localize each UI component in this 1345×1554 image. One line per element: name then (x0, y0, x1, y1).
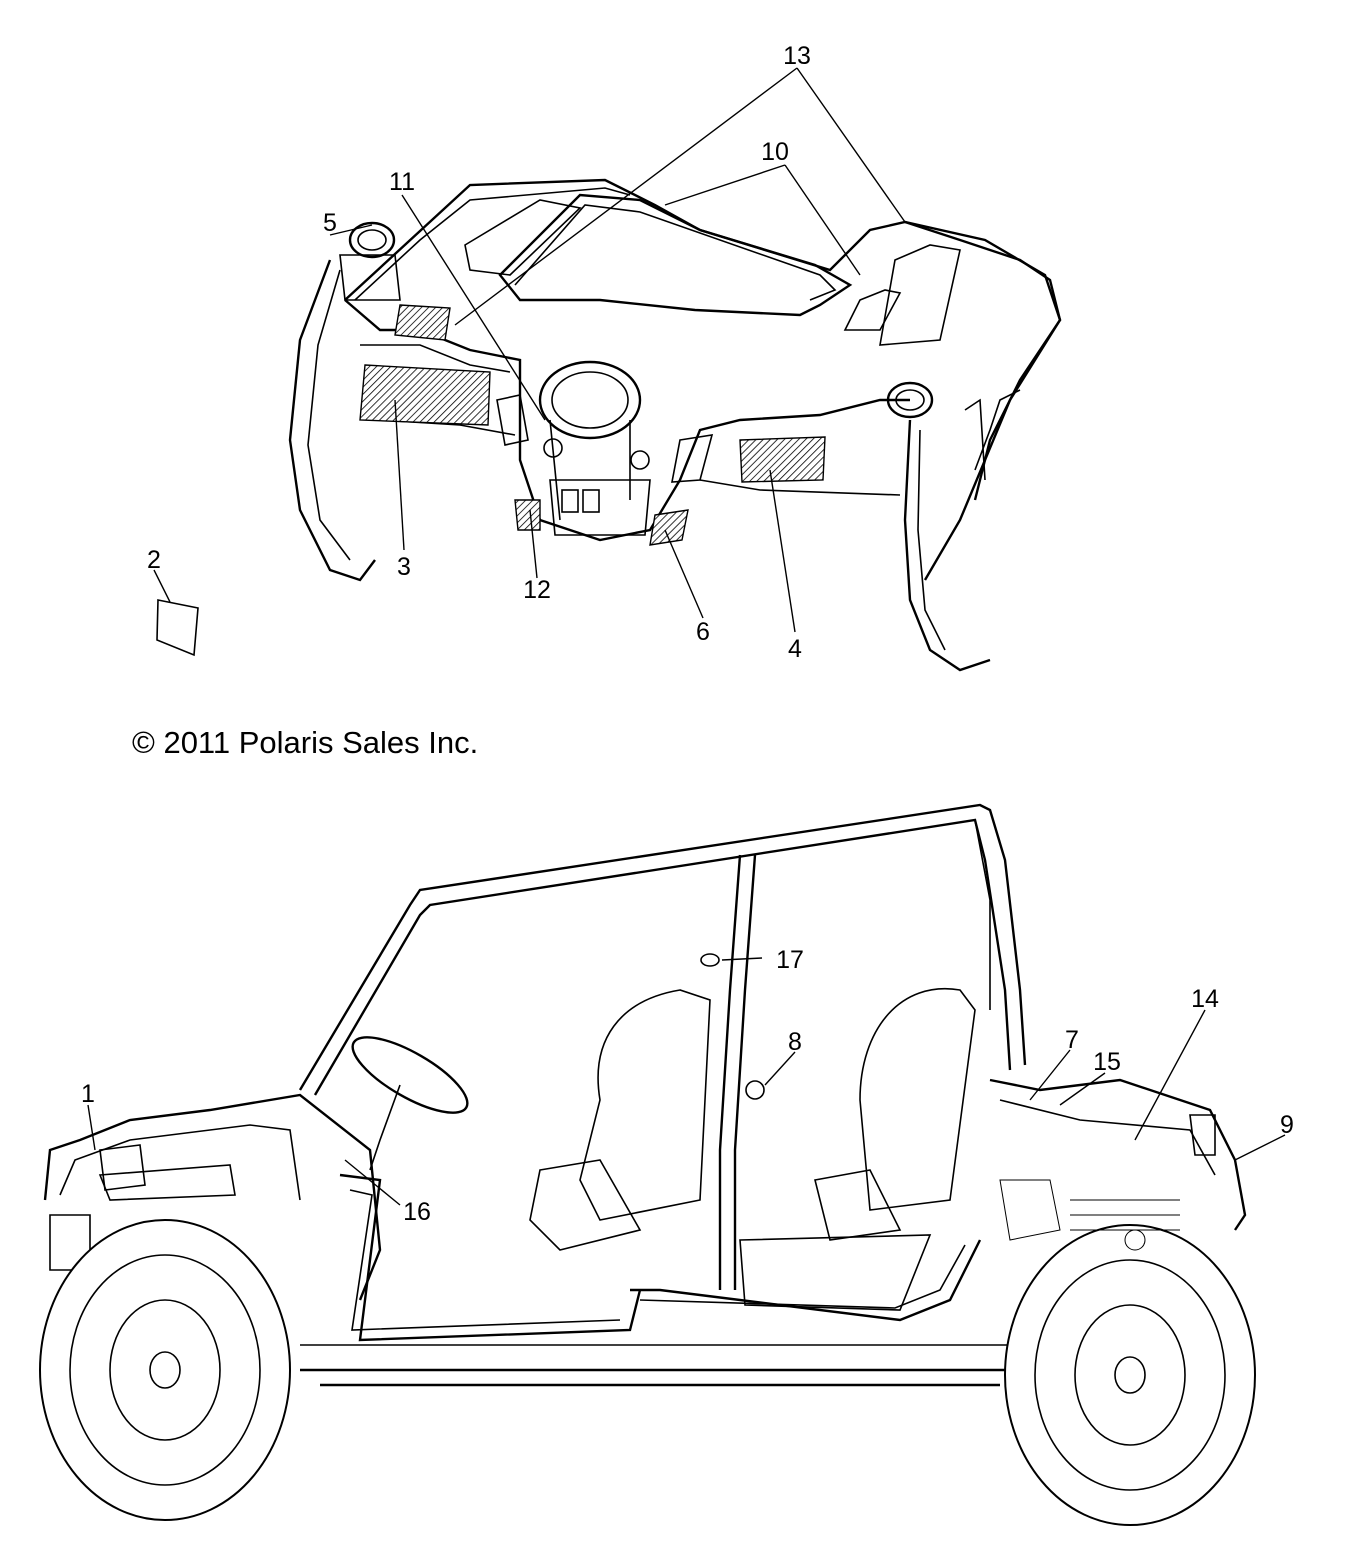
callout-9: 9 (1280, 1111, 1294, 1139)
callout-7: 7 (1065, 1026, 1079, 1054)
callout-3: 3 (397, 553, 411, 581)
dashboard-assembly (156, 178, 1062, 672)
callout-15: 15 (1093, 1048, 1121, 1076)
callout-1: 1 (81, 1080, 95, 1108)
callout-12: 12 (523, 576, 551, 604)
callout-17: 17 (776, 946, 804, 974)
callout-8: 8 (788, 1028, 802, 1056)
callout-4: 4 (788, 635, 802, 663)
leader-lines (87, 67, 1286, 1206)
copyright-text: © 2011 Polaris Sales Inc. (132, 725, 478, 760)
callout-11: 11 (389, 168, 415, 196)
callout-5: 5 (323, 209, 337, 237)
callout-2: 2 (147, 546, 161, 574)
callout-14: 14 (1191, 985, 1219, 1013)
callout-16: 16 (403, 1198, 431, 1226)
callouts: 1 2 3 4 5 6 7 8 9 10 11 12 13 14 15 16 1… (81, 42, 1294, 1226)
callout-6: 6 (696, 618, 710, 646)
vehicle-side-view (39, 803, 1256, 1526)
callout-13: 13 (783, 42, 811, 70)
callout-10: 10 (761, 138, 789, 166)
